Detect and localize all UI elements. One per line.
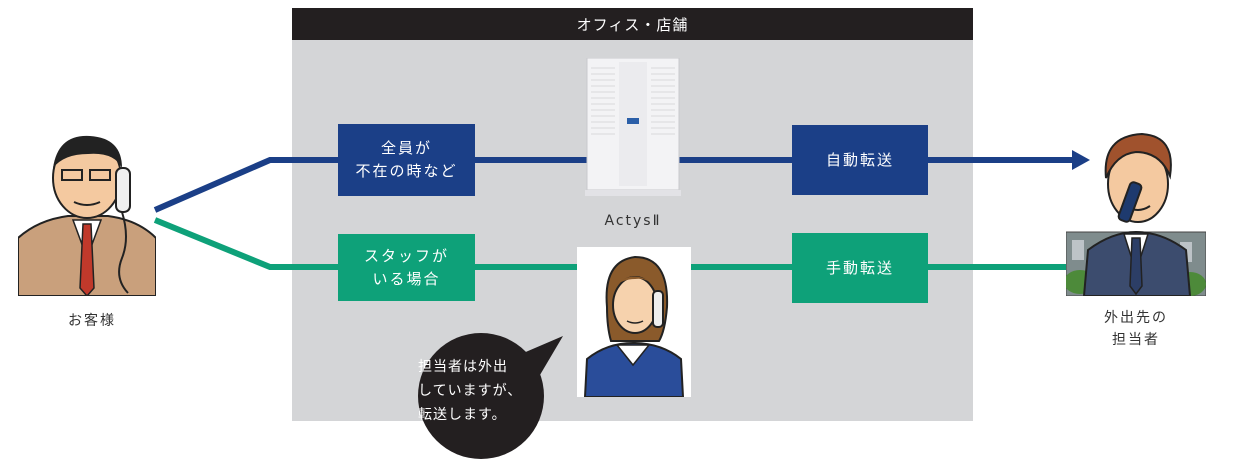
remote-staff-illustration <box>1066 132 1206 296</box>
blue-arrow-head <box>1072 150 1090 170</box>
manual-forward-box: 手動転送 <box>792 233 928 303</box>
customer-illustration <box>18 135 156 296</box>
customer-label: お客様 <box>68 313 116 329</box>
device-label: ActysⅡ <box>604 213 662 229</box>
staff-route-box: スタッフが いる場合 <box>338 234 475 301</box>
speech-bubble <box>418 333 563 459</box>
office-title: オフィス・店舗 <box>292 8 973 40</box>
actys-device-image <box>585 58 681 196</box>
speech-bubble-text: 担当者は外出 していますが、 転送します。 <box>418 359 523 423</box>
auto-forward-box: 自動転送 <box>792 125 928 195</box>
receptionist-illustration <box>577 247 691 397</box>
remote-staff-label: 外出先の 担当者 <box>1104 310 1168 348</box>
absent-route-box: 全員が 不在の時など <box>338 124 475 196</box>
